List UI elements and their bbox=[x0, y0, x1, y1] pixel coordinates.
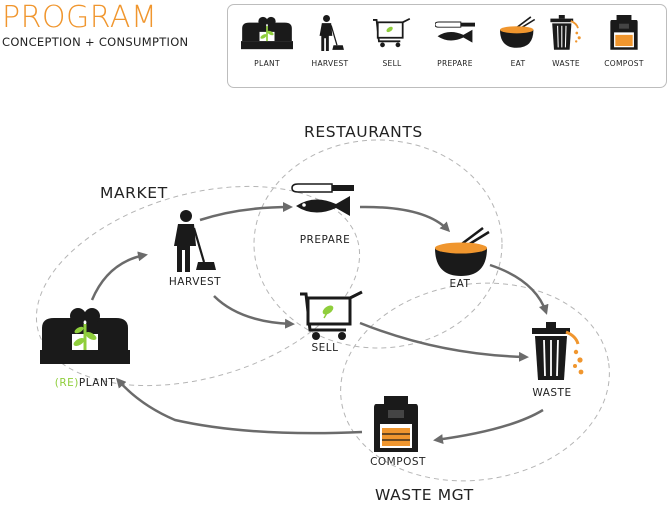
eat-bowl-icon bbox=[500, 16, 536, 48]
sell-cart-icon bbox=[300, 290, 363, 340]
node-label-waste: WASTE bbox=[532, 387, 572, 399]
arrow-compost-to-plant bbox=[116, 377, 363, 435]
node-label-compost: COMPOST bbox=[370, 456, 426, 468]
arrow-plant-to-harvest bbox=[90, 251, 148, 301]
replant-main: PLANT bbox=[78, 377, 116, 389]
group-label-market: MARKET bbox=[100, 184, 168, 202]
compost-icon bbox=[374, 396, 418, 452]
arrow-eat-to-waste bbox=[489, 263, 549, 315]
node-label-sell: SELL bbox=[311, 342, 339, 354]
prepare-fish-icon bbox=[435, 21, 475, 43]
page-title: PROGRAM bbox=[2, 0, 158, 35]
legend-label: COMPOST bbox=[604, 59, 644, 68]
legend-item-eat: EAT bbox=[486, 15, 550, 68]
group-label-restaurants: RESTAURANTS bbox=[304, 123, 423, 141]
harvest-icon bbox=[319, 15, 344, 51]
legend-item-harvest: HARVEST bbox=[298, 15, 362, 68]
legend-item-compost: COMPOST bbox=[592, 15, 656, 68]
legend-label: HARVEST bbox=[311, 59, 349, 68]
arrow-harvest-to-sell bbox=[213, 295, 295, 329]
node-label-harvest: HARVEST bbox=[168, 276, 222, 288]
prepare-fish-icon bbox=[291, 183, 354, 216]
sell-cart-icon bbox=[373, 17, 411, 48]
eat-bowl-icon bbox=[435, 227, 490, 276]
replant-prefix: (RE) bbox=[54, 377, 79, 389]
compost-icon bbox=[610, 15, 638, 50]
legend-item-prepare: PREPARE bbox=[423, 15, 487, 68]
waste-mgt-group-ellipse bbox=[340, 282, 610, 482]
restaurants-group-ellipse bbox=[253, 139, 503, 349]
waste-bin-icon bbox=[550, 15, 581, 50]
plant-icon bbox=[241, 16, 293, 50]
legend-label: PLANT bbox=[254, 59, 280, 68]
legend-label: WASTE bbox=[552, 59, 580, 68]
waste-bin-icon bbox=[532, 322, 584, 380]
group-label-waste-mgt: WASTE MGT bbox=[375, 486, 474, 504]
node-label-replant: (RE)PLANT bbox=[40, 377, 130, 389]
legend-label: EAT bbox=[510, 59, 526, 68]
node-label-prepare: PREPARE bbox=[299, 234, 351, 246]
legend-label: SELL bbox=[382, 59, 402, 68]
harvest-icon bbox=[174, 210, 216, 272]
legend-item-plant: PLANT bbox=[235, 15, 299, 68]
arrow-sell-to-waste bbox=[359, 321, 529, 362]
legend-panel: PLANT HARVEST SELL bbox=[227, 4, 667, 88]
plant-icon bbox=[40, 308, 130, 364]
arrow-waste-to-compost bbox=[433, 408, 544, 445]
node-label-eat: EAT bbox=[449, 278, 471, 290]
legend-item-sell: SELL bbox=[360, 15, 424, 68]
legend-label: PREPARE bbox=[437, 59, 473, 68]
arrow-harvest-to-prepare bbox=[199, 202, 293, 222]
market-group-ellipse bbox=[35, 185, 361, 387]
page-subtitle: CONCEPTION + CONSUMPTION bbox=[2, 35, 189, 49]
legend-item-waste: WASTE bbox=[534, 15, 598, 68]
arrow-prepare-to-eat bbox=[359, 205, 451, 233]
